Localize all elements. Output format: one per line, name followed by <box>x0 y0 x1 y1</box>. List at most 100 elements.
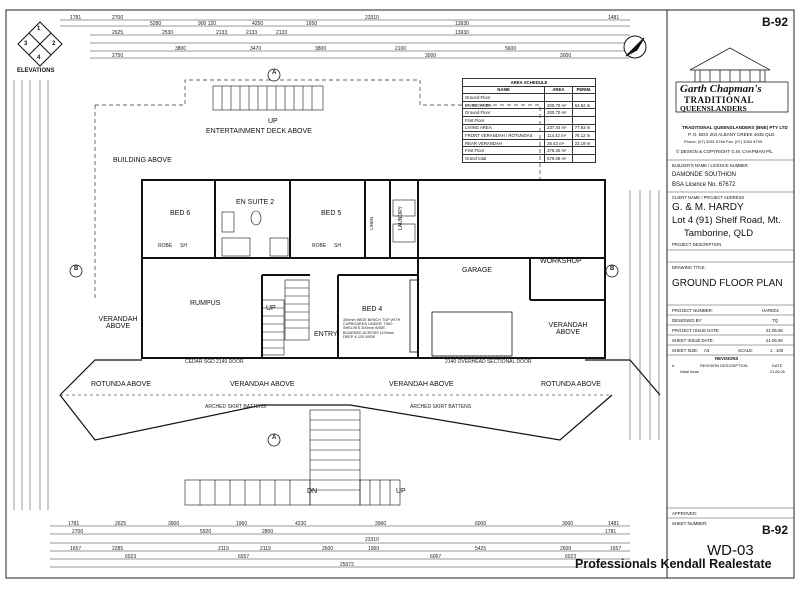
schedule-cell: 64.62 m <box>571 100 597 110</box>
dim-top: 3800 <box>175 46 187 52</box>
schedule-cell <box>571 153 597 163</box>
drawing-title-label: DRAWING TITLE: <box>672 265 706 270</box>
building-above-outline <box>94 79 541 300</box>
dim-bottom: 2285 <box>112 546 124 552</box>
room-linen: LINEN <box>369 216 374 230</box>
schedule-cell <box>571 93 597 102</box>
schedule-cell: REAR VERANDAH <box>461 138 546 148</box>
dim-bottom: 6023 <box>565 554 577 560</box>
client-label: CLIENT NAME / PROJECT ADDRESS <box>672 195 745 200</box>
sheet-date: 21.06.06 <box>766 338 783 343</box>
section-b-label: B <box>610 266 615 272</box>
section-a-label: A <box>272 70 277 76</box>
issue-date-label: PROJECT ISSUE DATE: <box>672 328 720 333</box>
schedule-cell: 200.70 m² <box>544 108 573 117</box>
builder-name: DAMONDE SOUTHION <box>672 172 737 178</box>
dim-top: 900 120 <box>198 21 217 27</box>
dim-top: 3470 <box>250 46 262 52</box>
note-cedar-door: CEDAR SGD 2140 DOOR <box>185 359 244 365</box>
dim-bottom: 1481 <box>608 521 620 527</box>
elevations-key <box>17 21 63 67</box>
dim-bottom: 1781 <box>68 521 80 527</box>
company-address: P. O. BOX 204 ALBANY CREEK 4035 QLD <box>688 132 775 137</box>
sheet-size-label: SHEET SIZE: <box>672 348 699 353</box>
sheet-number-label: SHEET NUMBER: <box>672 521 708 526</box>
room-garage: GARAGE <box>462 267 492 274</box>
stair-up-label: UP <box>396 488 406 495</box>
schedule-cell: 23.19 m <box>571 138 597 148</box>
room-entry: ENTRY <box>314 331 338 338</box>
builder-licence: BSA Licence No. 67672 <box>672 182 736 188</box>
project-number: HARD01 <box>762 308 779 313</box>
dim-bottom: 23310 <box>365 537 379 543</box>
dim-bottom: 2800 <box>262 529 274 535</box>
dim-bottom: 2600 <box>322 546 334 552</box>
garage-doors <box>431 311 513 357</box>
sheet-size: A3 <box>704 348 710 353</box>
project-desc-label: PROJECT DESCRIPTION <box>672 242 722 247</box>
rev-cell: Initial Issue <box>680 370 699 374</box>
schedule-cell: 579.09 m² <box>544 153 573 163</box>
section-markers <box>69 68 619 447</box>
titleblock-rules <box>667 159 794 519</box>
note-robe: ROBE <box>158 243 173 249</box>
dim-bottom-total: 25072 <box>340 562 354 568</box>
copyright: © DESIGN & COPYRIGHT G.M. CHAPMAN P/L <box>676 149 773 154</box>
bottom-dimension-lines <box>50 525 630 568</box>
laundry-fixtures <box>392 199 416 243</box>
dim-bottom: 2600 <box>560 546 572 552</box>
front-stair <box>184 409 401 506</box>
schedule-cell <box>544 93 573 102</box>
stair-dn-label: DN <box>307 488 318 495</box>
drawing-number: WD-03 <box>707 542 754 559</box>
room-building-above: BUILDING ABOVE <box>113 157 172 164</box>
sheet-date-label: SHEET ISSUE DATE: <box>672 338 714 343</box>
dim-top: 1481 <box>608 15 620 21</box>
dim-top: 1781 <box>70 15 82 21</box>
client-address-2: Tamborine, QLD <box>684 228 754 239</box>
sheet-code: B-92 <box>762 15 789 29</box>
dim-bottom: 1960 <box>236 521 248 527</box>
dim-bottom: 6000 <box>475 521 487 527</box>
dim-bottom: 5425 <box>475 546 487 552</box>
scale-label: SCALE: <box>738 348 754 353</box>
dim-top: 4250 <box>252 21 264 27</box>
dim-bottom: 5920 <box>200 529 212 535</box>
ensuite-fixtures <box>221 210 289 257</box>
dim-bottom: 3000 <box>562 521 574 527</box>
room-bed5: BED 5 <box>321 210 342 217</box>
elev-4: 4 <box>37 55 41 61</box>
dim-top: 2625 <box>112 30 124 36</box>
note-robe: ROBE <box>312 243 327 249</box>
note-sh: SH <box>180 243 187 249</box>
bed4-bench <box>409 279 419 353</box>
dim-top: 3000 <box>560 53 572 59</box>
section-b-label: B <box>74 266 79 272</box>
area-schedule-table: AREA SCHEDULE NAME AREA PERIM. Ground Fl… <box>461 78 597 163</box>
schedule-cell: 378.30 m² <box>544 146 573 155</box>
watermark-text: Professionals Kendall Realestate <box>575 557 772 571</box>
schedule-cell: First Floor <box>461 115 546 125</box>
room-bed6: BED 6 <box>170 210 191 217</box>
dim-bottom: 6557 <box>238 554 250 560</box>
stair-up-label: UP <box>266 305 276 312</box>
dim-bottom: 1657 <box>70 546 82 552</box>
schedule-header: PERIM. <box>571 85 597 95</box>
dim-top: 2750 <box>112 53 124 59</box>
dim-bottom: 3900 <box>168 521 180 527</box>
dim-top: 2700 <box>112 15 124 21</box>
room-verandah-above-left: VERANDAH ABOVE <box>98 316 138 330</box>
room-entertainment-deck: ENTERTAINMENT DECK ABOVE <box>206 128 312 135</box>
schedule-cell: LIVING AREA <box>461 123 546 133</box>
elev-2: 2 <box>52 41 56 47</box>
schedule-cell: First Floor <box>461 146 546 155</box>
dim-top: 5280 <box>150 21 162 27</box>
dim-bottom: 4230 <box>295 521 307 527</box>
dim-bottom: 6023 <box>125 554 137 560</box>
approved-label: APPROVED: <box>672 511 698 516</box>
issue-date: 21.06.06 <box>766 328 783 333</box>
rev-header: DATE <box>772 363 783 368</box>
schedule-cell: 237.44 m² <box>544 123 573 133</box>
note-sh: SH <box>334 243 341 249</box>
dim-top: 2133 <box>276 30 288 36</box>
